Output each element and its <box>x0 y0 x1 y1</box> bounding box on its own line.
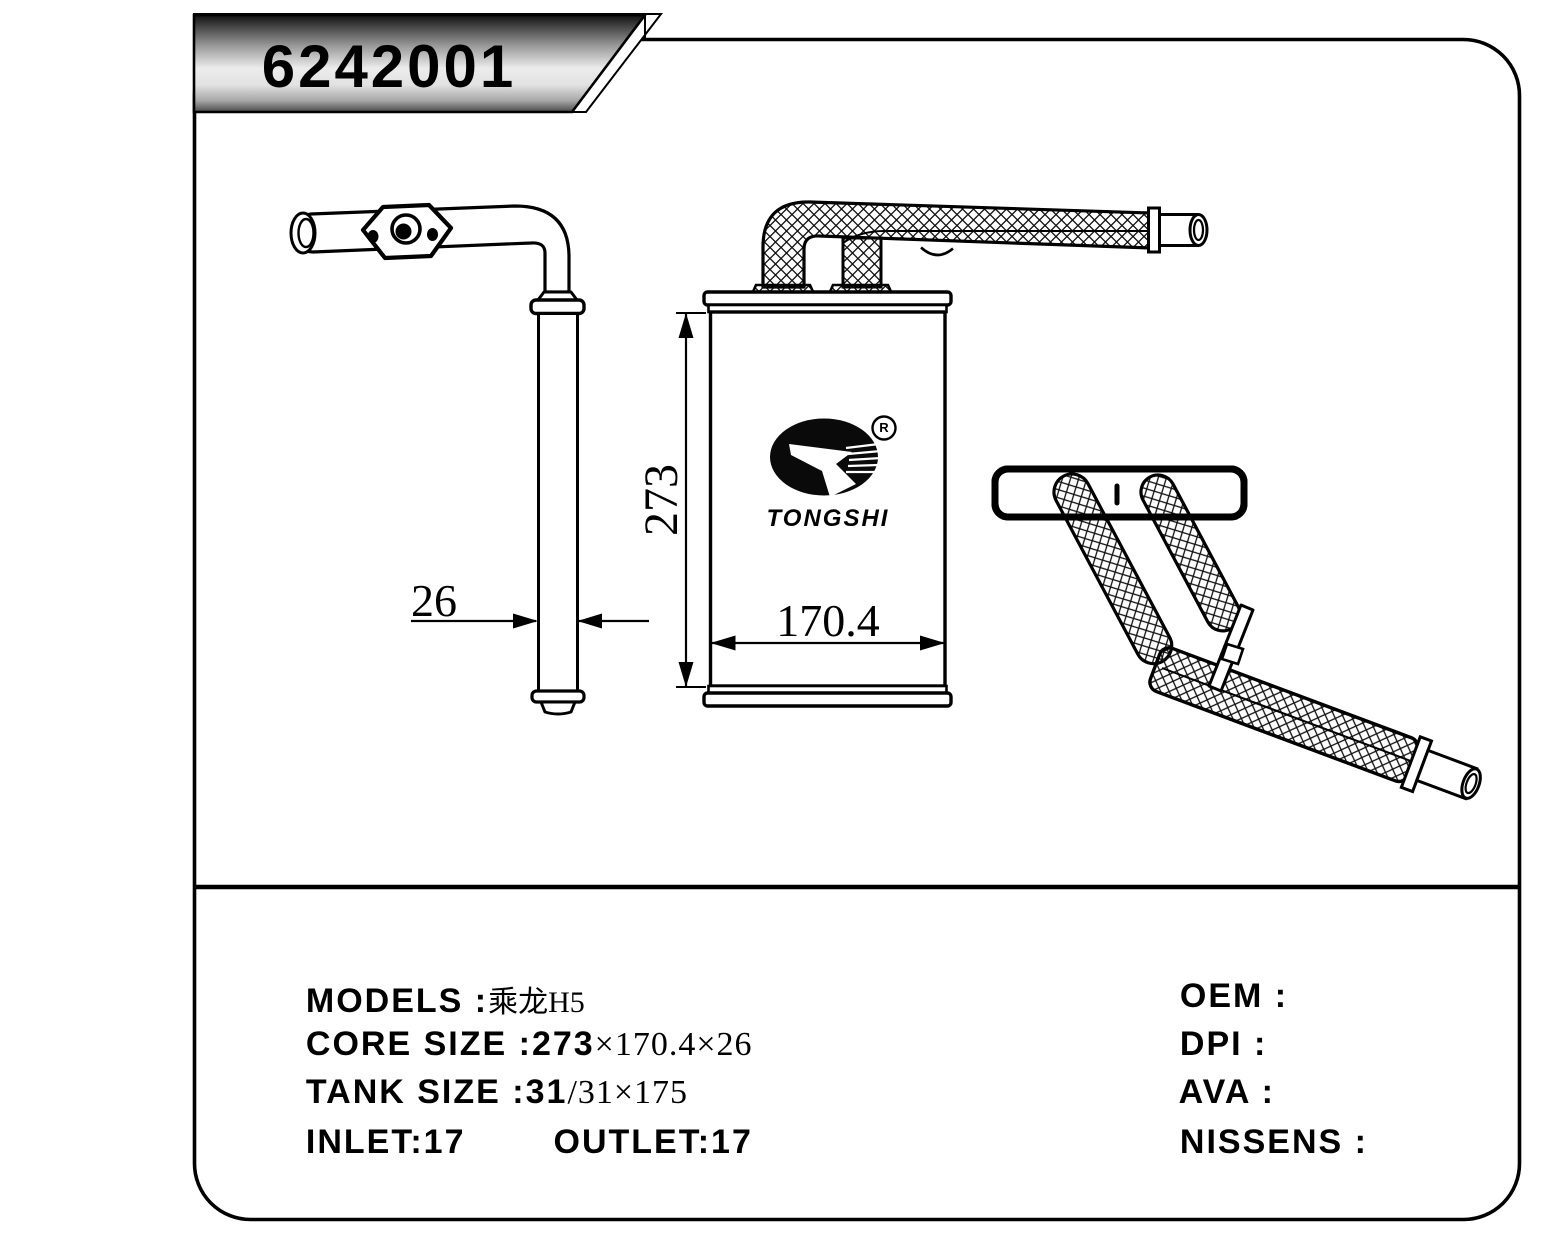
dimension-label-depth: 26 <box>411 575 457 626</box>
inlet-value: INLET:17 <box>305 1123 466 1161</box>
spec-row-oem: OEM : <box>1157 938 1288 1016</box>
header-tab <box>192 13 664 114</box>
flange-bolt-hole-left <box>367 230 379 243</box>
dimension-width-170-4 <box>710 635 945 651</box>
tank-bottom-collar <box>530 689 586 704</box>
tank-size-value: /31×175 <box>567 1074 689 1111</box>
pipe-end-opening <box>289 211 317 255</box>
logo-brand-text: TONGSHI <box>766 505 890 532</box>
side-view-drawing <box>289 202 649 716</box>
insulated-outlet-stub <box>841 236 883 289</box>
flange-bolt-hole-right <box>427 228 438 241</box>
ava-label: AVA : <box>1178 1073 1275 1111</box>
tank-size-label: TANK SIZE : <box>305 1073 526 1111</box>
tongshi-logo <box>770 415 897 497</box>
top-view-drawing <box>991 465 1482 801</box>
spec-row-dpi: DPI : <box>1157 986 1267 1064</box>
models-label: MODELS : <box>305 982 489 1020</box>
pipe-end-bore <box>1192 218 1205 242</box>
front-view-drawing <box>676 200 1209 708</box>
logo-swoosh-arrow <box>789 444 856 497</box>
arrowhead-right <box>513 613 538 629</box>
models-value: 乘龙H5 <box>488 986 585 1019</box>
pipe-bracket-notch <box>1220 642 1245 666</box>
page-border <box>192 37 1522 1222</box>
core-bottom-header-plate <box>702 691 953 708</box>
dimension-depth-26 <box>411 613 649 629</box>
tank-bottom-cap <box>539 700 577 716</box>
pipe-merge-curve <box>842 230 885 244</box>
dimension-label-width: 170.4 <box>776 595 880 646</box>
pipe-end-opening <box>1188 213 1209 247</box>
core-size-value-bold: 273 <box>531 1025 595 1063</box>
pipe-end-bore <box>297 217 315 249</box>
arrowhead-left <box>577 613 602 629</box>
spec-row-nissens: NISSENS : <box>1157 1084 1368 1162</box>
arrowhead-down <box>678 662 694 687</box>
part-number: 6242001 <box>261 33 517 100</box>
mounting-bracket-outline <box>991 465 1248 521</box>
spec-row-tank-size: TANK SIZE :31/31×175 <box>283 1034 688 1112</box>
tank-size-value-bold: 31 <box>525 1073 568 1111</box>
dpi-label: DPI : <box>1179 1025 1268 1063</box>
nissens-label: NISSENS : <box>1179 1123 1368 1161</box>
spec-row-core-size: CORE SIZE :273×170.4×26 <box>283 986 753 1064</box>
core-size-label: CORE SIZE : <box>305 1025 532 1063</box>
pipe-end-bore <box>1464 772 1478 795</box>
registered-mark-circle <box>871 415 897 441</box>
arrowhead-left <box>710 635 736 651</box>
oem-label: OEM : <box>1179 977 1289 1015</box>
spec-row-models: MODELS :乘龙H5 <box>283 938 585 1021</box>
pipe-seam-line <box>1161 667 1412 763</box>
pipe-ferrule <box>1147 206 1161 254</box>
logo-speed-lines <box>845 442 882 474</box>
spec-row-inlet-outlet: INLET:17 OUTLET:17 <box>283 1084 753 1162</box>
pipe-clamp-detail <box>920 246 954 257</box>
arrowhead-up <box>678 313 694 338</box>
header-tab-plate <box>192 13 648 114</box>
page-frame <box>192 37 1522 1222</box>
spec-row-ava: AVA : <box>1157 1034 1275 1112</box>
core-top-header-plate <box>702 290 953 307</box>
outlet-value: OUTLET:17 <box>553 1123 753 1161</box>
arrowhead-right <box>920 635 945 651</box>
insulated-pipe-run <box>1148 646 1482 801</box>
dimension-height-273 <box>676 312 706 688</box>
tank-top-collar <box>529 298 586 316</box>
core-size-value: ×170.4×26 <box>594 1026 753 1063</box>
dimension-label-height: 273 <box>635 464 688 536</box>
insulated-elbow-pipe <box>761 200 1152 289</box>
registered-mark-letter: R <box>879 420 889 435</box>
core-body <box>708 310 947 688</box>
flange-center-bore <box>395 223 412 240</box>
core-side-profile <box>537 312 579 694</box>
